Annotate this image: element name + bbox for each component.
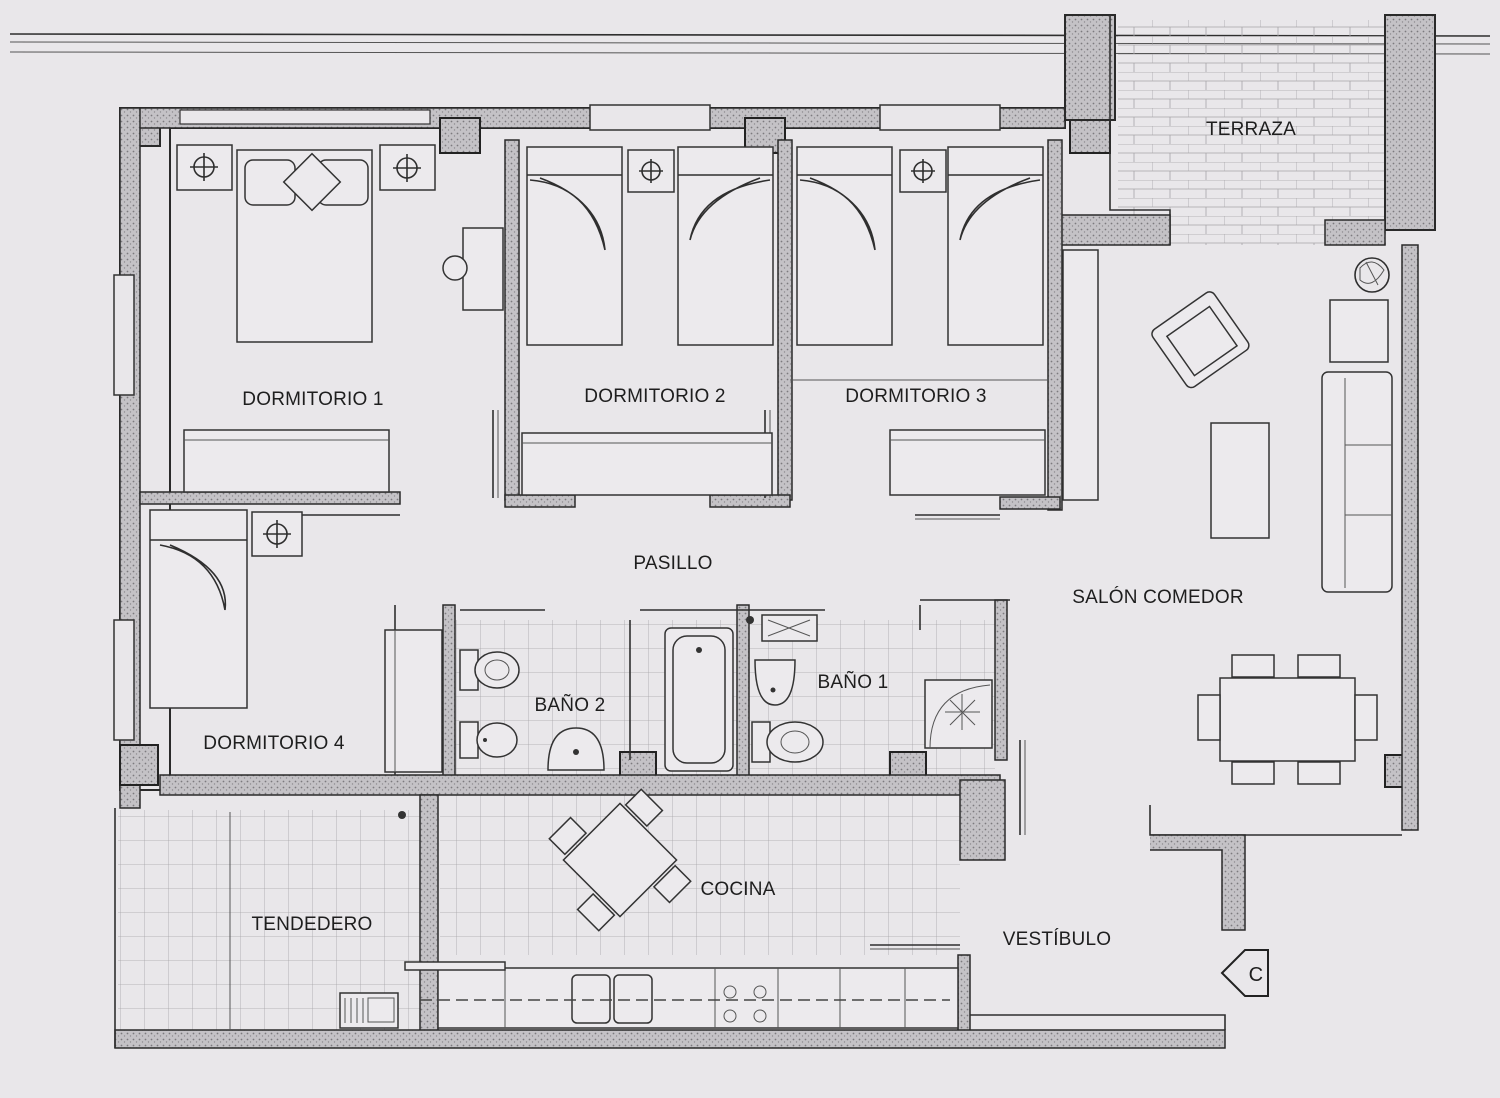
dormitorio-4-furniture	[149, 509, 443, 773]
label-terraza: TERRAZA	[1206, 119, 1296, 140]
label-bano-1: BAÑO 1	[818, 671, 889, 693]
cocina-furniture	[339, 788, 959, 1029]
plant-icon	[1354, 257, 1390, 293]
salon-comedor-furniture	[1062, 249, 1393, 785]
dormitorio-2-furniture	[521, 146, 774, 496]
label-tendedero: TENDEDERO	[251, 914, 372, 935]
label-dormitorio-2: DORMITORIO 2	[584, 386, 725, 407]
walls	[113, 14, 1436, 1049]
entrance-marker: C	[1220, 949, 1269, 997]
bano-2-fixtures	[459, 627, 734, 772]
dormitorio-1-furniture	[176, 144, 504, 493]
label-bano-2: BAÑO 2	[535, 694, 606, 716]
label-salon-comedor: SALÓN COMEDOR	[1072, 586, 1244, 608]
label-dormitorio-1: DORMITORIO 1	[242, 389, 383, 410]
label-dormitorio-3: DORMITORIO 3	[845, 386, 986, 407]
label-pasillo: PASILLO	[633, 553, 712, 574]
dormitorio-3-furniture	[790, 146, 1048, 496]
entrance-letter: C	[1249, 964, 1264, 986]
label-dormitorio-4: DORMITORIO 4	[203, 733, 345, 754]
label-cocina: COCINA	[700, 879, 775, 900]
label-vestibulo: VESTÍBULO	[1003, 929, 1111, 950]
room-labels: DORMITORIO 1 DORMITORIO 2 DORMITORIO 3 D…	[203, 119, 1296, 950]
bano-1-fixtures	[746, 614, 993, 763]
